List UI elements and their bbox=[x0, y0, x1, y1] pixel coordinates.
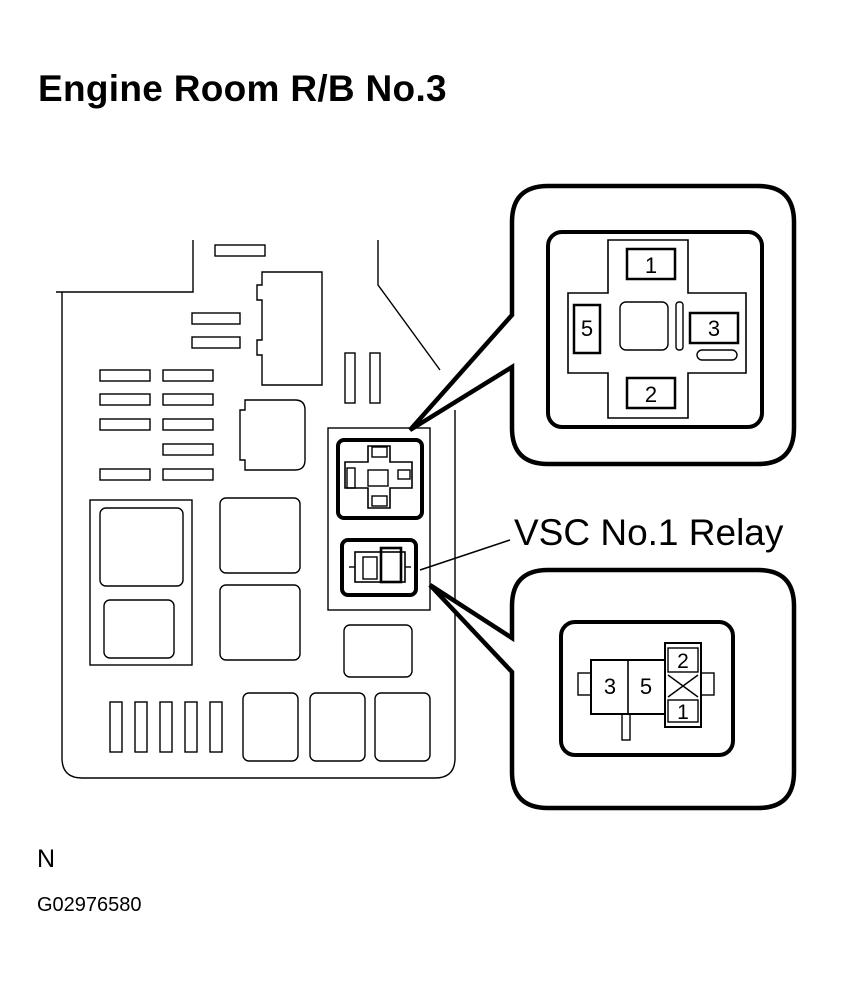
figure-id: G02976580 bbox=[37, 894, 142, 916]
note-letter: N bbox=[37, 845, 56, 873]
highlight-frame bbox=[327, 427, 431, 611]
relay-callout-balloon bbox=[408, 183, 797, 467]
connector-pin-2: 2 bbox=[677, 650, 689, 673]
relay-socket-detail bbox=[546, 230, 764, 429]
connector-detail bbox=[559, 620, 735, 757]
relay-block-outline bbox=[56, 240, 456, 779]
diagram-title: Engine Room R/B No.3 bbox=[38, 68, 447, 109]
relay-socket-small bbox=[239, 399, 306, 471]
connector-pin-1: 1 bbox=[677, 701, 689, 724]
relay-pin-1: 1 bbox=[645, 253, 657, 278]
relay-pin-boxes bbox=[572, 247, 740, 410]
connector-callout-balloon bbox=[428, 567, 797, 811]
connector-housing bbox=[256, 271, 323, 386]
relay-socket-on-block bbox=[336, 438, 424, 520]
connector-pin-3: 3 bbox=[604, 674, 616, 699]
relay-pin-5: 5 bbox=[581, 316, 593, 341]
relay-pin-2: 2 bbox=[645, 382, 657, 407]
connector-on-block bbox=[340, 538, 418, 597]
relay-pin-3: 3 bbox=[708, 316, 720, 341]
vsc-relay-label: VSC No.1 Relay bbox=[514, 512, 784, 553]
top-slot bbox=[214, 244, 266, 257]
callout-leader bbox=[419, 539, 511, 571]
connector-pin-5: 5 bbox=[640, 674, 652, 699]
